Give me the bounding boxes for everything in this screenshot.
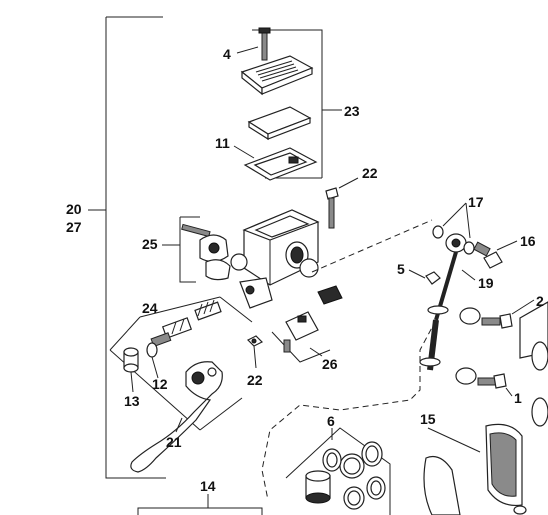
switch-icon bbox=[283, 311, 319, 353]
callout-11: 11 bbox=[215, 135, 230, 151]
callout-15: 15 bbox=[420, 411, 436, 427]
callout-14: 14 bbox=[200, 478, 216, 494]
leader-1 bbox=[505, 387, 513, 397]
leader-21 bbox=[175, 417, 183, 433]
leader-12 bbox=[151, 356, 159, 379]
bolt-icon bbox=[325, 187, 339, 229]
leader-19 bbox=[461, 269, 476, 281]
callout-23: 23 bbox=[344, 103, 360, 119]
clip-lower-icon bbox=[455, 367, 507, 389]
leader-26 bbox=[309, 347, 323, 357]
diaphragm-plate-icon bbox=[247, 106, 312, 141]
callout-12: 12 bbox=[152, 376, 168, 392]
piston-icon bbox=[161, 317, 193, 339]
callout-27: 27 bbox=[66, 219, 82, 235]
master-cylinder-body-icon bbox=[230, 209, 320, 309]
bracket-26 bbox=[271, 331, 331, 363]
callout-2: 2 bbox=[536, 293, 544, 309]
small-screw-icon bbox=[246, 335, 264, 347]
callout-26: 26 bbox=[322, 356, 338, 372]
piston-spring-icon bbox=[194, 299, 222, 321]
leader-24-line bbox=[139, 296, 221, 318]
cover-plate-icon bbox=[240, 55, 314, 96]
dashed-hose bbox=[261, 319, 437, 501]
bracket-14 bbox=[137, 507, 263, 515]
caliper-icon bbox=[519, 301, 548, 427]
callout-labels: 4 23 11 22 20 27 25 17 16 5 19 2 24 26 2… bbox=[66, 46, 544, 494]
dashed-link bbox=[311, 219, 433, 273]
seal-ring-icon bbox=[322, 441, 386, 510]
leader-17 bbox=[442, 202, 471, 239]
leader-15 bbox=[427, 427, 481, 453]
snap-ring-icon bbox=[146, 342, 158, 358]
banjo-fitting-icon bbox=[432, 225, 475, 255]
callout-24: 24 bbox=[142, 300, 158, 316]
leader-2 bbox=[511, 299, 535, 315]
switch-plug-icon bbox=[317, 285, 343, 305]
banjo-bolt-icon bbox=[473, 241, 503, 269]
nut-icon bbox=[425, 271, 441, 285]
callout-21: 21 bbox=[166, 434, 182, 450]
leader-4 bbox=[236, 46, 259, 54]
callout-20: 20 bbox=[66, 201, 82, 217]
boot-icon bbox=[123, 347, 139, 373]
clip-upper-icon bbox=[459, 307, 513, 329]
leader-13 bbox=[130, 371, 134, 393]
callout-6: 6 bbox=[327, 413, 335, 429]
callout-16: 16 bbox=[520, 233, 536, 249]
brake-line-icon bbox=[419, 251, 458, 371]
callout-5: 5 bbox=[397, 261, 405, 277]
bracket-24 bbox=[109, 296, 253, 431]
leader-22-upper bbox=[338, 177, 359, 189]
screw-icon bbox=[258, 27, 271, 61]
callout-25: 25 bbox=[142, 236, 158, 252]
bracket-23 bbox=[252, 29, 323, 178]
callout-4: 4 bbox=[223, 46, 231, 62]
leader-11 bbox=[233, 145, 255, 159]
bracket-25 bbox=[179, 217, 196, 283]
callout-19: 19 bbox=[478, 275, 494, 291]
callout-13: 13 bbox=[124, 393, 140, 409]
callout-22-upper: 22 bbox=[362, 165, 378, 181]
brake-pad-icon bbox=[423, 423, 527, 515]
caliper-piston-icon bbox=[305, 470, 331, 504]
callout-1: 1 bbox=[514, 390, 522, 406]
clamp-icon bbox=[181, 223, 231, 281]
leader-16 bbox=[496, 240, 518, 251]
callout-22-lower: 22 bbox=[247, 372, 263, 388]
leader-5 bbox=[408, 269, 426, 279]
bracket-6 bbox=[285, 427, 391, 515]
leader-22-lower bbox=[253, 345, 257, 369]
gasket-icon bbox=[243, 147, 318, 181]
group-bracket-20-27 bbox=[88, 16, 166, 479]
callout-17: 17 bbox=[468, 194, 484, 210]
brake-lever-icon bbox=[130, 361, 223, 473]
